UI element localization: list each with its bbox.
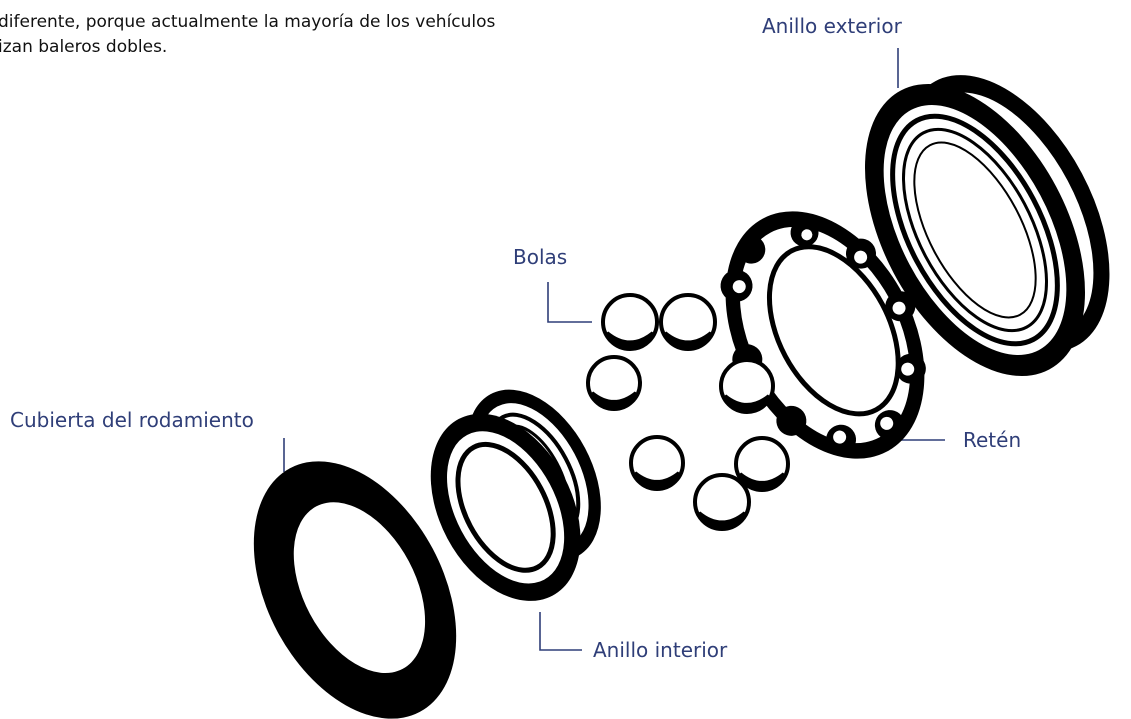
label-retainer: Retén: [963, 428, 1022, 452]
cover-part: [253, 461, 457, 719]
inner-ring-part: [430, 389, 601, 601]
ball-3: [586, 355, 642, 411]
ball-6: [734, 436, 790, 492]
intro-paragraph: diferente, porque actualmente la mayoría…: [0, 10, 698, 60]
intro-line-2: izan baleros dobles.: [0, 37, 168, 57]
ball-2: [659, 293, 717, 351]
retainer-part: [720, 211, 926, 459]
label-outer-ring: Anillo exterior: [762, 14, 902, 38]
leader-inner-ring: [539, 612, 582, 651]
ball-4: [719, 358, 775, 414]
balls-part: [586, 293, 790, 531]
outer-ring-part: [864, 75, 1110, 377]
ball-7: [693, 473, 751, 531]
ball-1: [601, 293, 659, 351]
intro-line-1: diferente, porque actualmente la mayoría…: [0, 12, 496, 32]
ball-5: [629, 435, 685, 491]
label-inner-ring: Anillo interior: [593, 638, 728, 662]
leader-balls: [547, 282, 592, 323]
label-balls: Bolas: [513, 245, 568, 269]
label-cover: Cubierta del rodamiento: [10, 408, 254, 432]
